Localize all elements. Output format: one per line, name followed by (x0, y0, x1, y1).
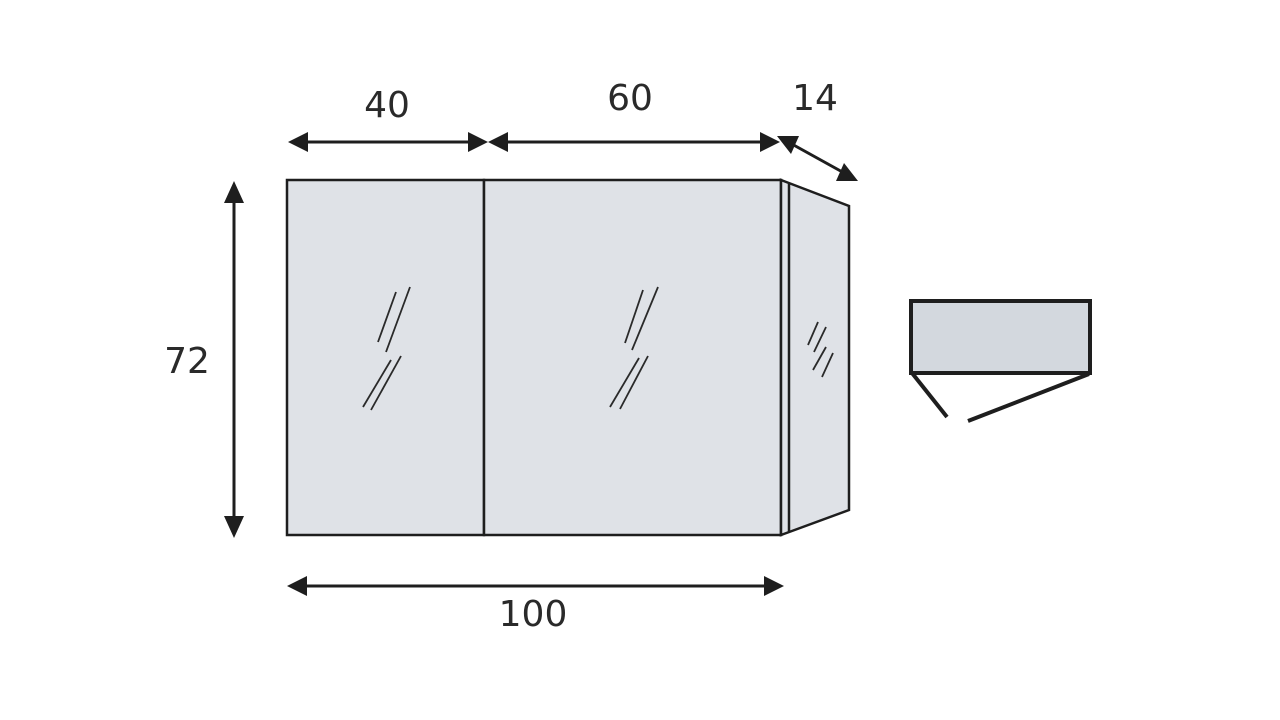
cabinet-side (779, 178, 851, 537)
arrowhead-icon (224, 181, 244, 203)
dimension-right-door-width: 60 (488, 78, 780, 152)
cabinet-front (285, 178, 783, 537)
dimension-left-door-width: 40 (288, 85, 488, 152)
arrowhead-icon (288, 132, 308, 152)
left-door-width-label: 40 (364, 85, 410, 126)
arrowhead-icon (764, 576, 784, 596)
arrowhead-icon (468, 132, 488, 152)
top-view-diagram (909, 299, 1092, 423)
arrowhead-icon (836, 163, 858, 181)
arrowhead-icon (760, 132, 780, 152)
side-panel (779, 178, 851, 537)
arrowhead-icon (777, 136, 799, 154)
right-door-width-label: 60 (607, 78, 653, 119)
top-view-body (909, 299, 1092, 375)
dimension-height: 72 (164, 181, 244, 538)
arrowhead-icon (287, 576, 307, 596)
arrowhead-icon (224, 516, 244, 538)
open-door-right (967, 372, 1090, 423)
left-mirror-door (285, 178, 486, 537)
arrowhead-icon (488, 132, 508, 152)
right-mirror-door (482, 178, 783, 537)
height-label: 72 (164, 341, 210, 382)
depth-label: 14 (792, 78, 838, 119)
dimension-depth: 14 (777, 78, 858, 181)
mirror-glare-icon (362, 286, 411, 411)
total-width-label: 100 (499, 594, 568, 635)
open-door-left (910, 371, 949, 419)
dimension-total-width: 100 (287, 576, 784, 635)
mirror-glare-icon (807, 321, 834, 378)
mirror-glare-icon (609, 286, 659, 410)
